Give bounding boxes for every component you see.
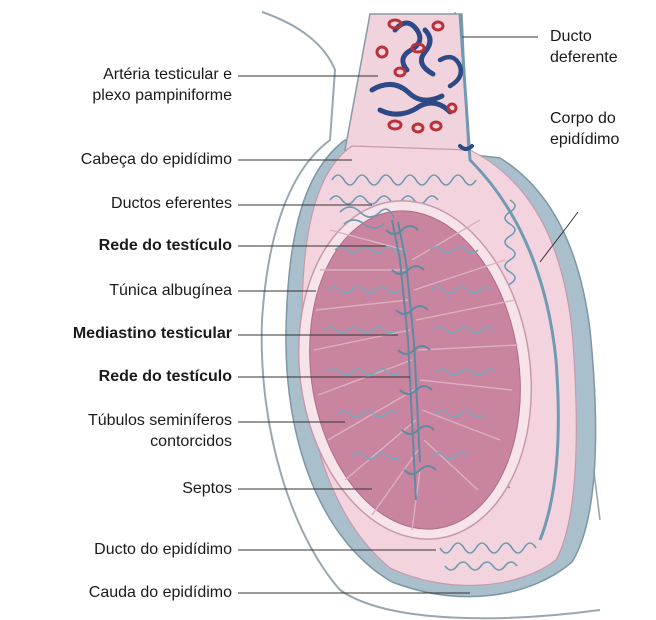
label-arteria-line1: Artéria testicular e — [92, 64, 232, 85]
label-arteria-line2: plexo pampiniforme — [92, 85, 232, 106]
label-tunica: Túnica albugínea — [109, 280, 232, 301]
label-cauda: Cauda do epidídimo — [89, 582, 232, 603]
label-mediastino: Mediastino testicular — [73, 323, 232, 344]
label-corpo-line2: epidídimo — [550, 129, 619, 150]
label-corpo: Corpo do epidídimo — [550, 108, 619, 150]
label-septos: Septos — [182, 478, 232, 499]
label-ductos-eferentes: Ductos eferentes — [111, 193, 232, 214]
label-rede-1: Rede do testículo — [99, 235, 232, 256]
label-corpo-line1: Corpo do — [550, 108, 619, 129]
label-arteria: Artéria testicular e plexo pampiniforme — [92, 64, 232, 106]
label-rede-2: Rede do testículo — [99, 366, 232, 387]
label-ducto-epididimo: Ducto do epidídimo — [94, 539, 232, 560]
label-ducto-deferente-line2: deferente — [550, 47, 618, 68]
label-tubulos-line2: contorcidos — [88, 431, 232, 452]
label-tubulos: Túbulos seminíferos contorcidos — [88, 410, 232, 452]
spermatic-cord — [345, 14, 468, 150]
label-cabeca: Cabeça do epidídimo — [81, 149, 232, 170]
label-ducto-deferente: Ducto deferente — [550, 26, 618, 68]
label-ducto-deferente-line1: Ducto — [550, 26, 618, 47]
label-tubulos-line1: Túbulos seminíferos — [88, 410, 232, 431]
